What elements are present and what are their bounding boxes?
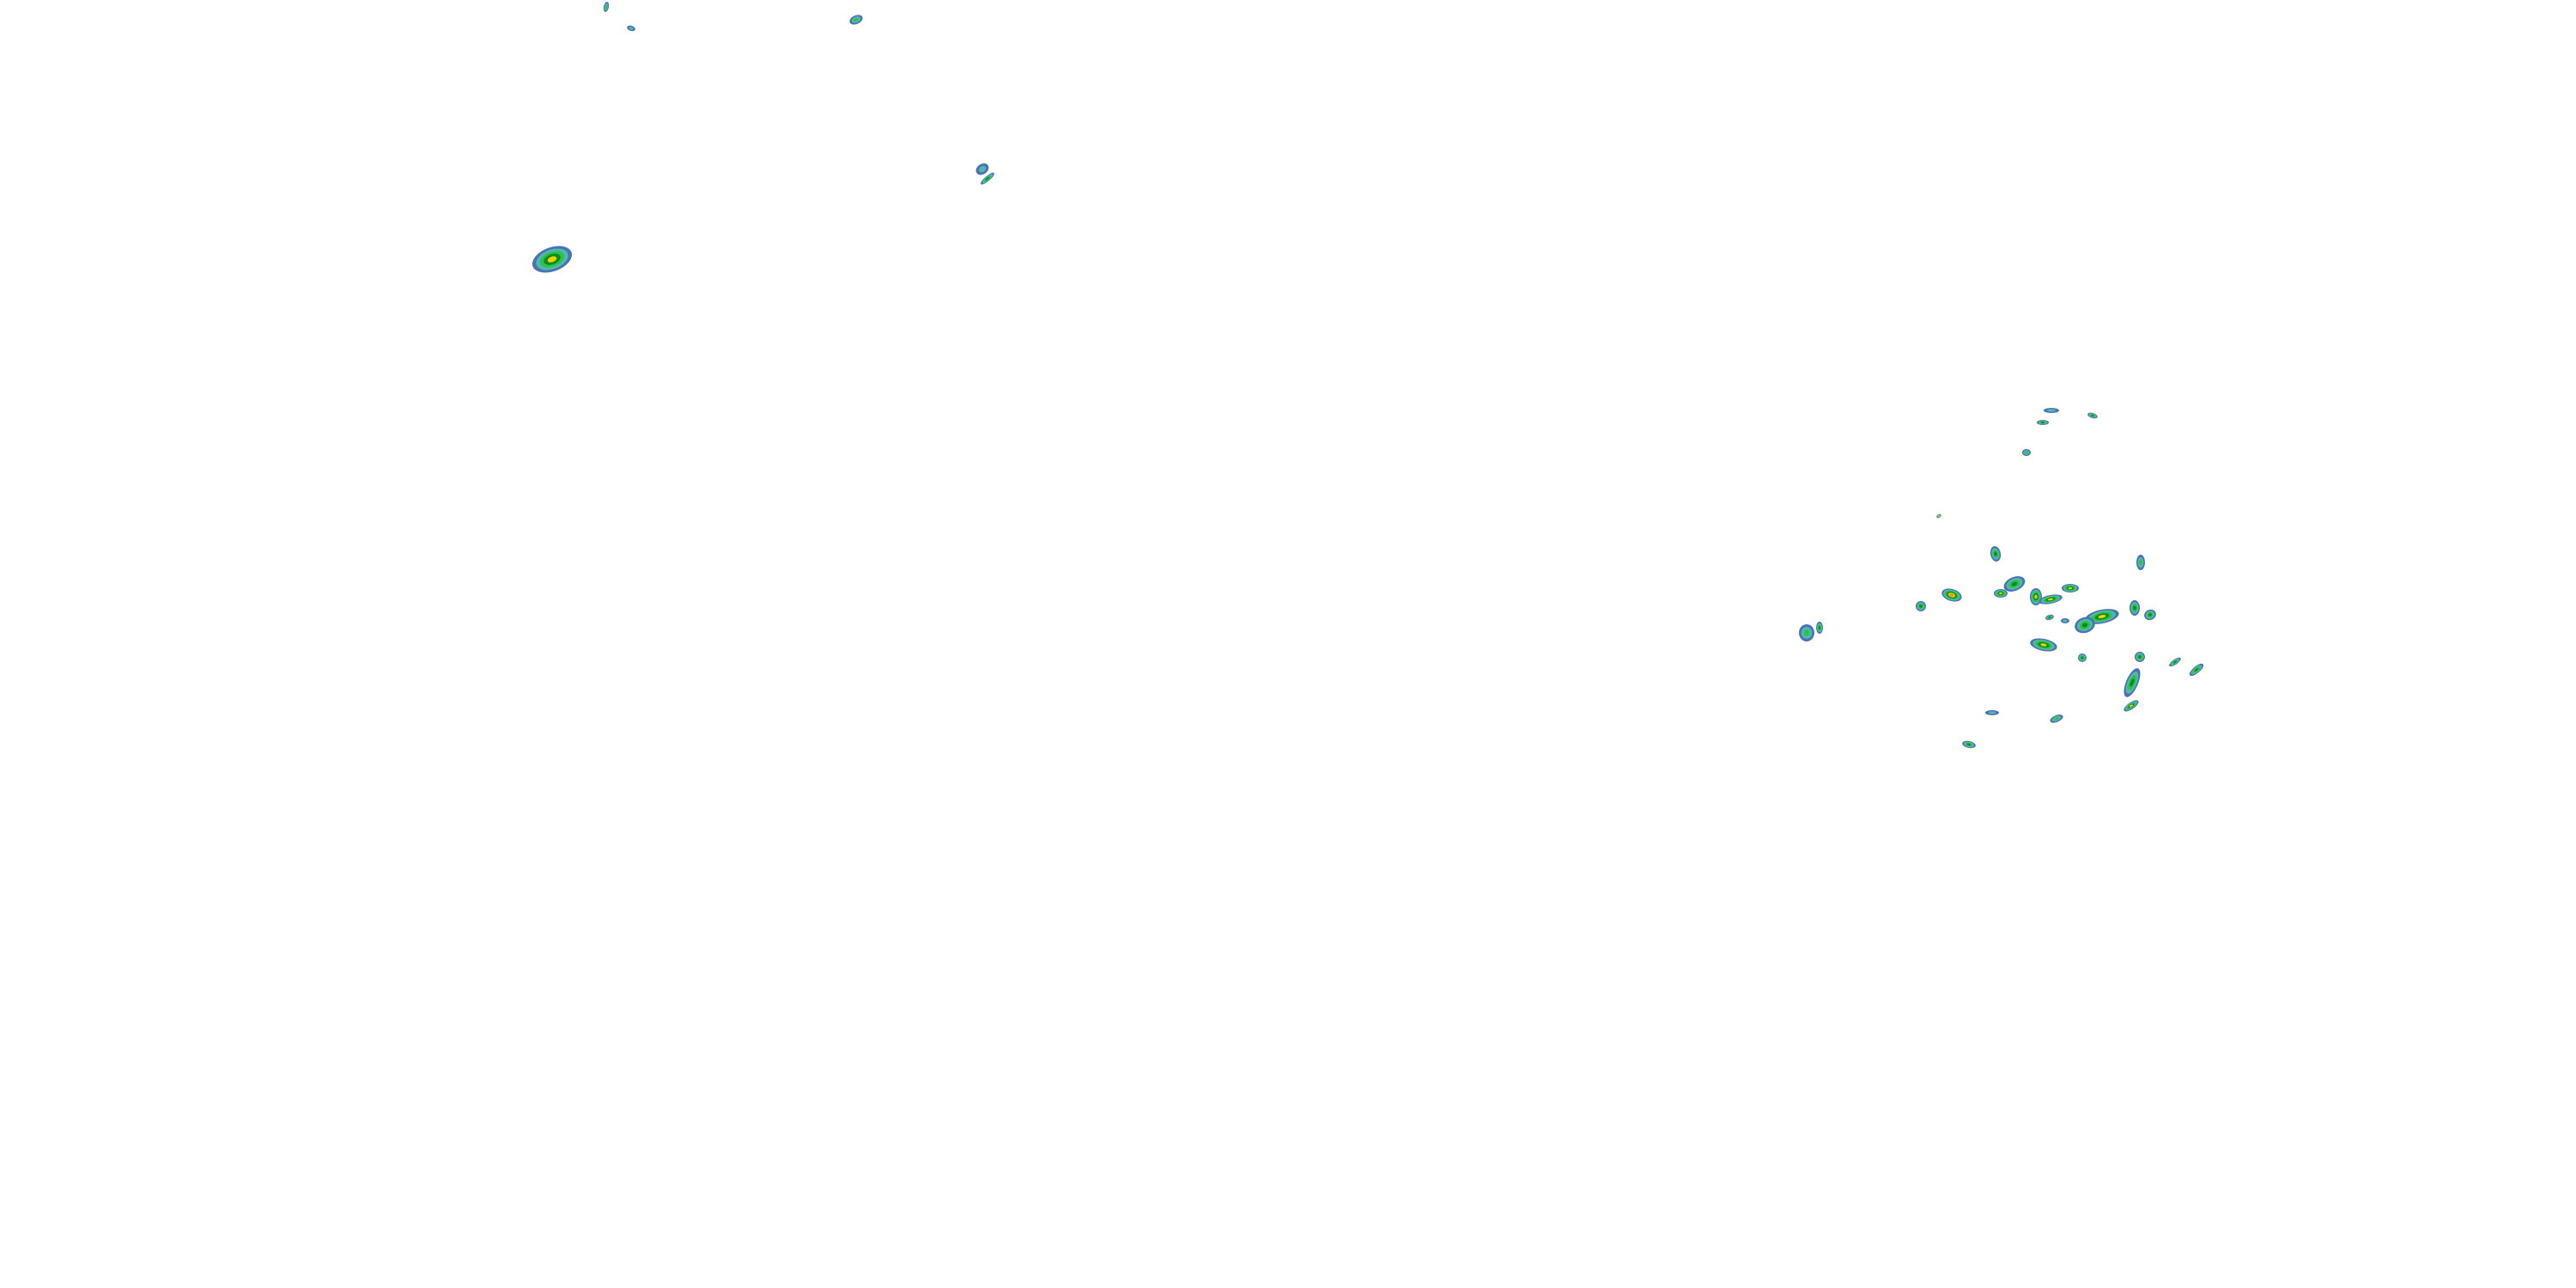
reflectivity-band-4 <box>2040 643 2047 647</box>
precipitation-cell <box>1962 740 1976 749</box>
reflectivity-band-4 <box>2034 594 2038 599</box>
precipitation-cell <box>2135 652 2145 662</box>
precipitation-cell <box>2169 657 2181 667</box>
reflectivity-band-1 <box>1988 711 1996 714</box>
reflectivity-band-3 <box>2148 613 2152 617</box>
reflectivity-band-1 <box>629 27 634 30</box>
precipitation-cell <box>2136 555 2145 570</box>
precipitation-cell <box>2123 700 2139 712</box>
precipitation-cell <box>627 25 635 32</box>
precipitation-cell <box>2030 638 2057 652</box>
reflectivity-band-4 <box>2098 614 2106 619</box>
precipitation-cell <box>2062 584 2079 592</box>
precipitation-cell <box>2038 594 2063 605</box>
precipitation-cell <box>2037 420 2049 425</box>
precipitation-cell <box>2129 600 2140 616</box>
reflectivity-band-3 <box>2041 422 2044 423</box>
reflectivity-band-3 <box>2133 605 2136 611</box>
precipitation-cell <box>2189 663 2204 677</box>
precipitation-cell <box>2078 653 2087 662</box>
reflectivity-band-3 <box>2081 623 2088 628</box>
reflectivity-band-1 <box>2063 619 2068 623</box>
reflectivity-band-1 <box>978 166 987 173</box>
reflectivity-band-3 <box>2011 581 2018 586</box>
reflectivity-band-2 <box>854 17 859 22</box>
precipitation-cell <box>975 163 989 175</box>
reflectivity-band-4 <box>1938 515 1940 517</box>
precipitation-cell <box>2144 609 2156 621</box>
reflectivity-band-4 <box>2068 586 2073 590</box>
reflectivity-band-3 <box>985 177 990 180</box>
reflectivity-band-3 <box>2091 414 2094 417</box>
precipitation-cell <box>532 246 573 273</box>
precipitation-cell <box>1799 624 1814 641</box>
precipitation-cell <box>981 173 994 185</box>
reflectivity-band-3 <box>1966 743 1971 746</box>
reflectivity-band-2 <box>2054 717 2059 720</box>
precipitation-cell <box>2123 668 2141 697</box>
precipitation-cell <box>2045 614 2054 621</box>
precipitation-cell <box>603 2 610 12</box>
reflectivity-band-3 <box>2194 667 2199 672</box>
reflectivity-band-4 <box>1999 592 2002 595</box>
precipitation-cell <box>2050 714 2063 723</box>
reflectivity-band-2 <box>2025 451 2028 454</box>
precipitation-cell <box>1990 546 2002 562</box>
precipitation-cell <box>2044 408 2059 413</box>
reflectivity-band-4 <box>2047 598 2054 601</box>
reflectivity-band-3 <box>2081 656 2084 659</box>
reflectivity-band-1 <box>2047 409 2056 412</box>
reflectivity-band-4 <box>2129 704 2133 708</box>
reflectivity-band-2 <box>1803 629 1810 636</box>
precipitation-cell <box>2022 449 2031 456</box>
reflectivity-band-3 <box>2173 660 2177 664</box>
precipitation-cell <box>2075 617 2095 634</box>
precipitation-cell <box>2061 618 2069 623</box>
precipitation-cell <box>1985 710 1999 715</box>
reflectivity-band-2 <box>2139 559 2142 566</box>
precipitation-cell <box>2003 576 2026 592</box>
precipitation-cell <box>1941 588 1962 602</box>
precipitation-cell <box>1936 513 1941 519</box>
reflectivity-band-4 <box>547 256 557 263</box>
reflectivity-band-3 <box>1919 605 1923 608</box>
precipitation-cell <box>1994 589 2008 598</box>
reflectivity-band-3 <box>2129 678 2135 687</box>
precipitation-cell <box>2030 588 2042 605</box>
reflectivity-band-3 <box>2138 655 2142 659</box>
reflectivity-band-3 <box>2048 616 2051 619</box>
reflectivity-band-2 <box>605 4 608 9</box>
precipitation-cell <box>1916 601 1926 611</box>
precipitation-cell <box>849 15 863 25</box>
reflectivity-band-5 <box>1949 593 1954 597</box>
precipitation-cell <box>2087 412 2098 419</box>
reflectivity-band-3 <box>1994 551 1997 556</box>
reflectivity-band-3 <box>1818 626 1821 629</box>
precipitation-cell <box>1816 622 1823 634</box>
